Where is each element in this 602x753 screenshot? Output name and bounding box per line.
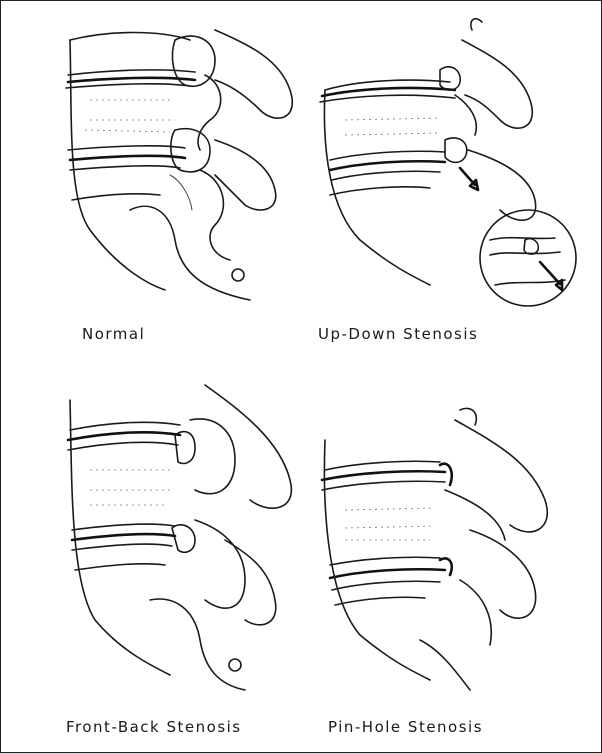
caption-front-back-stenosis: Front-Back Stenosis bbox=[66, 718, 242, 736]
normal-spine-drawing bbox=[66, 30, 292, 300]
up-down-stenosis-drawing bbox=[320, 19, 576, 306]
pin-hole-stenosis-drawing bbox=[322, 408, 547, 690]
caption-normal: Normal bbox=[82, 325, 145, 343]
caption-pin-hole-stenosis: Pin-Hole Stenosis bbox=[328, 718, 483, 736]
caption-up-down-stenosis: Up-Down Stenosis bbox=[318, 325, 478, 343]
front-back-stenosis-drawing bbox=[68, 385, 291, 690]
